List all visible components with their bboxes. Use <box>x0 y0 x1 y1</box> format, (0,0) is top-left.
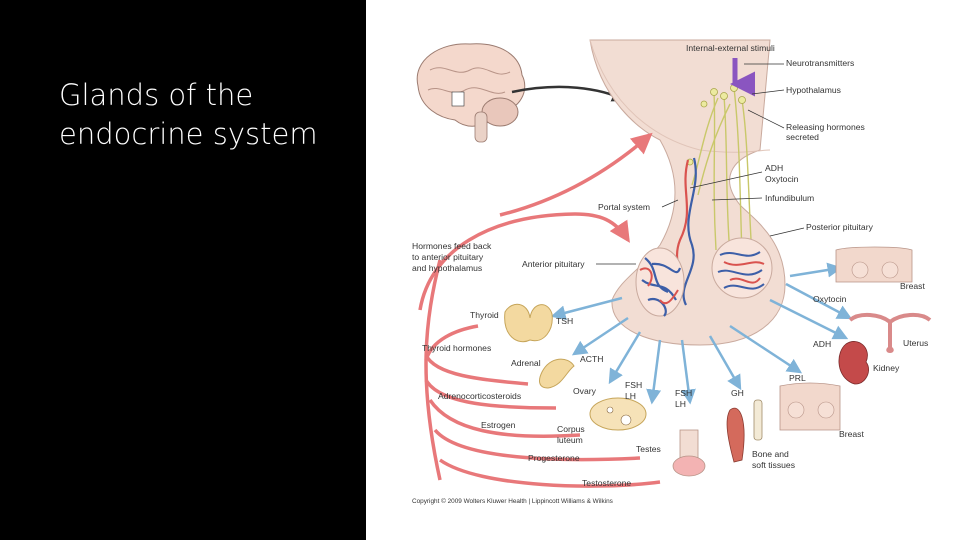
label-feedback-1: Hormones feed back <box>412 241 492 251</box>
label-adrenal: Adrenal <box>511 358 541 368</box>
label-corpus-1: Corpus <box>557 424 585 434</box>
hormone-arrows <box>550 262 853 405</box>
label-fsh-2: FSH <box>675 388 692 398</box>
label-lh-1: LH <box>625 391 636 401</box>
ovary <box>589 397 647 431</box>
breast-top <box>835 246 913 283</box>
label-corpus-2: luteum <box>557 435 583 445</box>
label-stimuli: Internal-external stimuli <box>686 43 775 53</box>
copyright-note: Copyright © 2009 Wolters Kluwer Health |… <box>412 497 613 505</box>
kidney <box>838 341 869 385</box>
testes <box>672 429 706 477</box>
label-breast-top: Breast <box>900 281 925 291</box>
label-lh-2: LH <box>675 399 686 409</box>
feedback-arrows <box>418 132 661 488</box>
label-tsh: TSH <box>556 316 573 326</box>
label-adh-right: ADH <box>813 339 831 349</box>
label-anterior-pituitary: Anterior pituitary <box>522 259 585 269</box>
diagram-svg: Internal-external stimuli Neurotransmitt… <box>412 39 932 505</box>
posterior-pituitary-lobe <box>711 237 773 299</box>
uterus <box>848 313 932 353</box>
neurosecretory-neurons <box>691 87 753 259</box>
bone-and-muscle <box>726 399 763 463</box>
label-neurotransmitters: Neurotransmitters <box>786 58 854 68</box>
label-progesterone: Progesterone <box>528 453 580 463</box>
label-breast-bottom: Breast <box>839 429 864 439</box>
label-oxytocin-right: Oxytocin <box>813 294 847 304</box>
label-hypothalamus: Hypothalamus <box>786 85 841 95</box>
label-thyroid: Thyroid <box>470 310 499 320</box>
label-kidney: Kidney <box>873 363 900 373</box>
brain-illustration <box>416 43 526 143</box>
label-testosterone: Testosterone <box>582 478 631 488</box>
label-testes: Testes <box>636 444 661 454</box>
breast-bottom <box>779 382 841 431</box>
label-uterus: Uterus <box>903 338 928 348</box>
endocrine-diagram: Internal-external stimuli Neurotransmitt… <box>366 0 960 540</box>
thyroid-gland <box>504 303 553 343</box>
adrenal-gland <box>539 358 575 389</box>
label-adrenocorticosteroids: Adrenocorticosteroids <box>438 391 521 401</box>
label-posterior-pituitary: Posterior pituitary <box>806 222 874 232</box>
label-bone-2: soft tissues <box>752 460 795 470</box>
label-infundibulum: Infundibulum <box>765 193 814 203</box>
slide-title: Glands of the endocrine system <box>59 78 318 151</box>
label-oxytocin-top: Oxytocin <box>765 174 799 184</box>
diagram-labels: Internal-external stimuli Neurotransmitt… <box>412 43 928 505</box>
label-adh-top: ADH <box>765 163 783 173</box>
label-portal-system: Portal system <box>598 202 650 212</box>
label-prl: PRL <box>789 373 806 383</box>
label-acth: ACTH <box>580 354 603 364</box>
leader-lines <box>596 63 805 265</box>
label-releasing-2: secreted <box>786 132 819 142</box>
label-thyroid-hormones: Thyroid hormones <box>422 343 491 353</box>
label-releasing-1: Releasing hormones <box>786 122 865 132</box>
label-ovary: Ovary <box>573 386 597 396</box>
label-feedback-3: and hypothalamus <box>412 263 482 273</box>
label-estrogen: Estrogen <box>481 420 516 430</box>
label-gh: GH <box>731 388 744 398</box>
title-panel: Glands of the endocrine system <box>0 0 366 540</box>
label-fsh-1: FSH <box>625 380 642 390</box>
label-feedback-2: to anterior pituitary <box>412 252 484 262</box>
neuron-cell-bodies <box>686 84 746 166</box>
anterior-pituitary-lobe <box>635 247 685 317</box>
label-bone-1: Bone and <box>752 449 789 459</box>
